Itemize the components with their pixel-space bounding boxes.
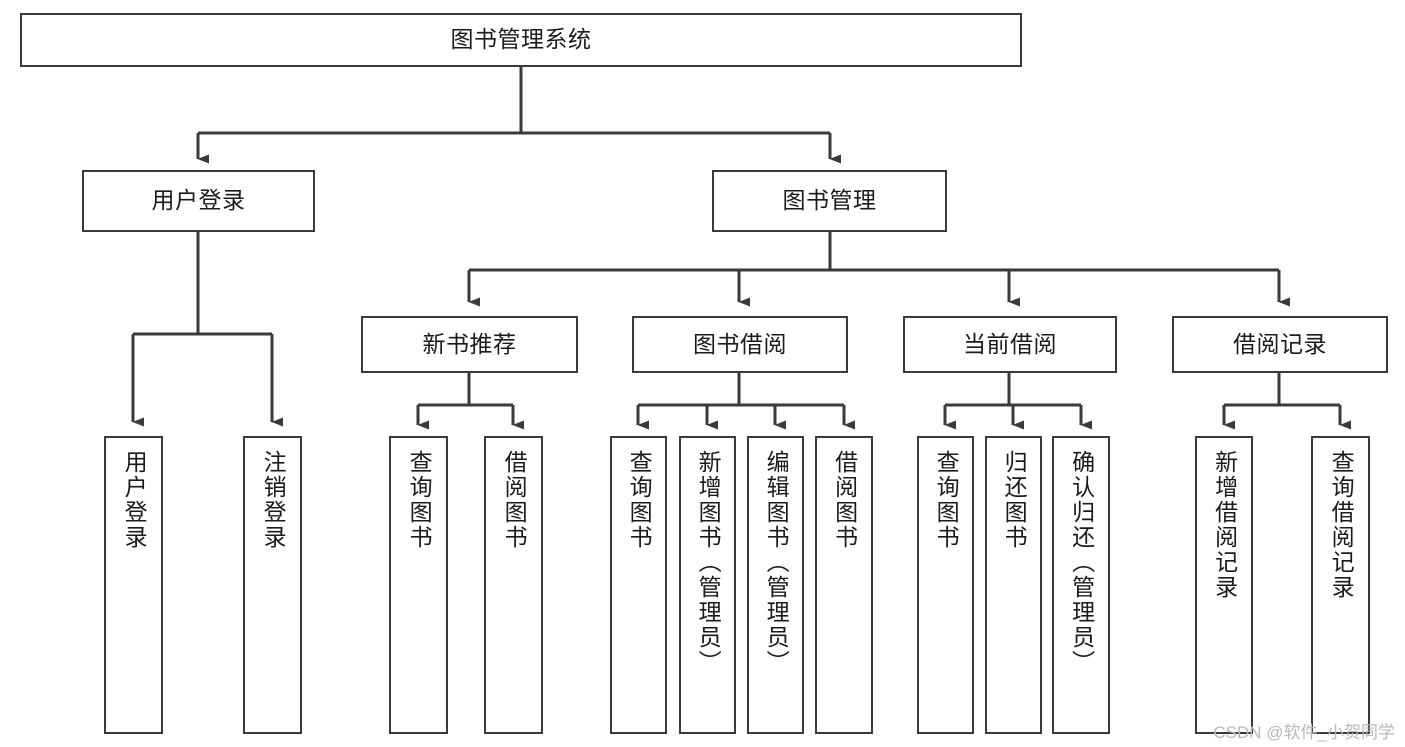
leaf-new-book-borrow[interactable]: 借阅图书 (484, 436, 543, 734)
leaf-book-borrow-search[interactable]: 查询图书 (610, 436, 667, 734)
leaf-book-borrow-borrow-label: 借阅图书 (831, 450, 858, 550)
leaf-user-login-signout-label: 注销登录 (260, 450, 287, 550)
node-user-login-label: 用户登录 (151, 187, 246, 214)
node-user-login[interactable]: 用户登录 (82, 170, 315, 232)
node-book-management-label: 图书管理 (782, 187, 877, 214)
node-root-label: 图书管理系统 (450, 26, 592, 53)
leaf-borrow-record-add[interactable]: 新增借阅记录 (1195, 436, 1253, 734)
leaf-book-borrow-search-label: 查询图书 (626, 450, 653, 550)
node-book-borrow-label: 图书借阅 (693, 330, 787, 357)
leaf-new-book-borrow-label: 借阅图书 (501, 450, 528, 550)
leaf-user-login-signin[interactable]: 用户登录 (104, 436, 163, 734)
leaf-new-book-search[interactable]: 查询图书 (389, 436, 448, 734)
node-root[interactable]: 图书管理系统 (20, 13, 1022, 67)
leaf-borrow-record-search-label: 查询借阅记录 (1328, 450, 1355, 600)
leaf-new-book-search-label: 查询图书 (406, 450, 433, 550)
leaf-borrow-record-add-label: 新增借阅记录 (1211, 450, 1238, 600)
leaf-current-borrow-confirm-return-label: 确认归还（管理员） (1068, 450, 1095, 675)
leaf-book-borrow-borrow[interactable]: 借阅图书 (815, 436, 873, 734)
leaf-current-borrow-search[interactable]: 查询图书 (917, 436, 974, 734)
leaf-borrow-record-search[interactable]: 查询借阅记录 (1311, 436, 1370, 734)
leaf-current-borrow-return[interactable]: 归还图书 (985, 436, 1042, 734)
leaf-book-borrow-add[interactable]: 新增图书（管理员） (679, 436, 736, 734)
leaf-user-login-signin-label: 用户登录 (121, 450, 148, 550)
node-new-book-recommend-label: 新书推荐 (422, 330, 517, 357)
node-borrow-record[interactable]: 借阅记录 (1172, 316, 1388, 373)
node-borrow-record-label: 借阅记录 (1233, 330, 1327, 357)
leaf-current-borrow-confirm-return[interactable]: 确认归还（管理员） (1052, 436, 1110, 734)
leaf-book-borrow-add-label: 新增图书（管理员） (695, 450, 722, 675)
leaf-book-borrow-edit-label: 编辑图书（管理员） (763, 450, 790, 675)
node-book-borrow[interactable]: 图书借阅 (632, 316, 848, 373)
node-current-borrow[interactable]: 当前借阅 (903, 316, 1117, 373)
leaf-user-login-signout[interactable]: 注销登录 (243, 436, 302, 734)
node-new-book-recommend[interactable]: 新书推荐 (361, 316, 578, 373)
leaf-current-borrow-search-label: 查询图书 (933, 450, 960, 550)
leaf-book-borrow-edit[interactable]: 编辑图书（管理员） (747, 436, 804, 734)
node-current-borrow-label: 当前借阅 (963, 330, 1057, 357)
node-book-management[interactable]: 图书管理 (712, 170, 947, 232)
leaf-current-borrow-return-label: 归还图书 (1001, 450, 1028, 550)
